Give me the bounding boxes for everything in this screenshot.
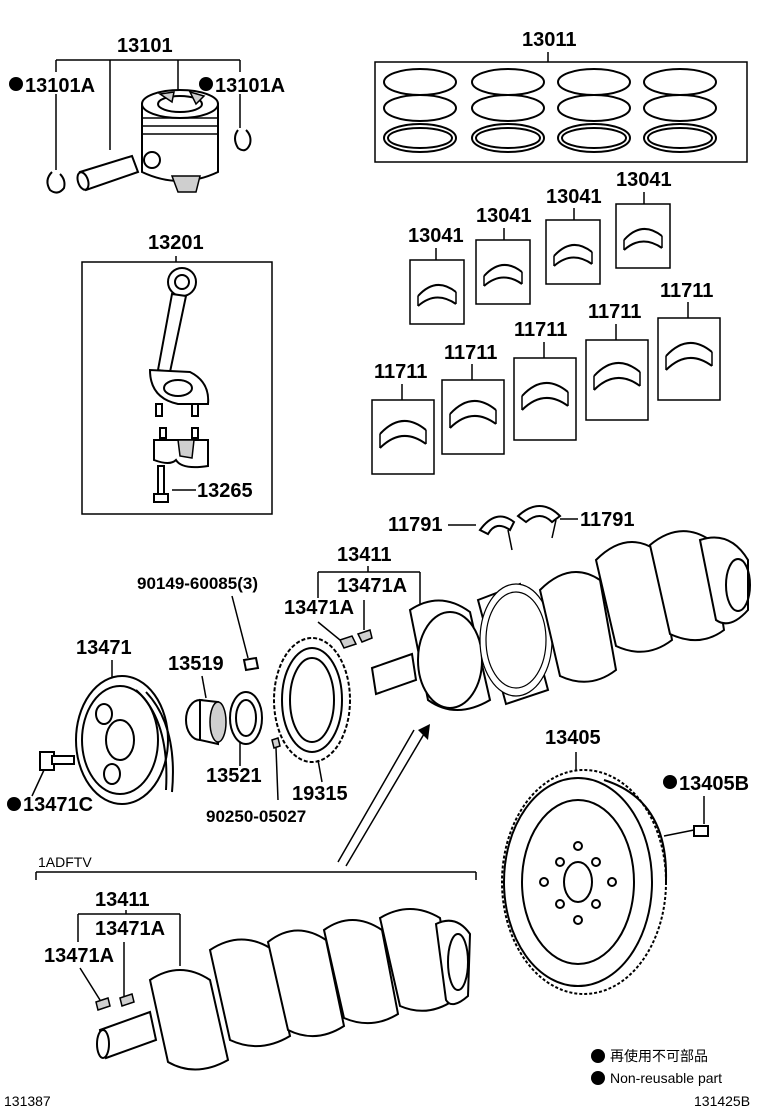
- piston-icon: [141, 89, 219, 193]
- main-bearing-group: 11711 11711 11711 11711: [371, 280, 721, 475]
- thrust-washer-icon: [516, 505, 562, 524]
- label-piston-clip-left: 13101A: [25, 75, 95, 97]
- non-reusable-dot-icon: [7, 797, 21, 811]
- flywheel-icon: [501, 769, 668, 995]
- crankshaft-group: 13411 13471A 13471A: [284, 530, 751, 711]
- label-conrod-bearing: 13041: [546, 186, 602, 208]
- non-reusable-dot-icon: [9, 77, 23, 91]
- conrod-bearing-group: 13041 13041 13041 13041: [408, 169, 672, 325]
- label-main-bearing: 11711: [588, 301, 641, 323]
- legend-line-jp: 再使用不可部品: [610, 1048, 708, 1064]
- footer-right-code: 131425B: [694, 1093, 750, 1109]
- pin-icon: [271, 737, 281, 749]
- crank-gear-icon: [229, 691, 263, 745]
- flywheel-group: 13405 13405B: [501, 727, 749, 995]
- bearing-shell-icon: [483, 264, 523, 287]
- label-crank-key-a: 13471A: [337, 575, 407, 597]
- variant-arrow: [337, 724, 430, 867]
- label-main-bearing: 11711: [374, 361, 427, 383]
- crank-key-icon: [95, 997, 111, 1011]
- conrod-cap-icon: [153, 427, 209, 469]
- bearing-shell-icon: [449, 400, 497, 429]
- label-crank-key-b: 13471A: [284, 597, 354, 619]
- label-ring-set: 13011: [522, 29, 577, 51]
- bearing-shell-icon: [379, 420, 427, 449]
- conrod-bolt-icon: [153, 465, 169, 503]
- label-main-bearing: 11711: [514, 319, 567, 341]
- bearing-shell-icon: [623, 228, 663, 251]
- bearing-shell-icon: [665, 342, 713, 371]
- non-reusable-dot-icon: [591, 1071, 605, 1085]
- conrod-box: [81, 261, 273, 515]
- connecting-rod-group: 13201 13265: [81, 232, 273, 515]
- variant-crankshaft-icon: [96, 908, 472, 1071]
- sleeve-icon: [185, 698, 227, 746]
- variant-caption: 1ADFTV: [38, 854, 92, 870]
- label-pin: 90250-05027: [206, 807, 306, 826]
- label-pulley: 13471: [76, 637, 132, 659]
- label-thrust-washer-right: 11791: [580, 509, 635, 531]
- label-conrod-bolt: 13265: [197, 480, 253, 502]
- label-timing-rotor: 19315: [292, 783, 348, 805]
- non-reusable-dot-icon: [199, 77, 213, 91]
- label-crankshaft: 13411: [337, 544, 392, 566]
- label-variant-key-b: 13471A: [44, 945, 114, 967]
- label-screw: 90149-60085(3): [137, 574, 258, 593]
- piston-ring-icon: [471, 68, 545, 153]
- thrust-washer-icon: [478, 515, 516, 536]
- label-flywheel-bolt: 13405B: [679, 773, 749, 795]
- non-reusable-dot-icon: [591, 1049, 605, 1063]
- label-variant-crankshaft: 13411: [95, 889, 150, 911]
- label-pulley-bolt: 13471C: [23, 794, 93, 816]
- label-bearing-sleeve: 13519: [168, 653, 224, 675]
- label-variant-key-a: 13471A: [95, 918, 165, 940]
- legend-line-en: Non-reusable part: [610, 1070, 722, 1086]
- label-crank-gear: 13521: [206, 765, 262, 787]
- bearing-shell-icon: [593, 362, 641, 391]
- label-conrod-bearing: 13041: [476, 205, 532, 227]
- crankshaft-icon: [370, 530, 751, 711]
- piston-ring-icon: [557, 68, 631, 153]
- pulley-bolt-icon: [39, 751, 75, 771]
- piston-ring-set: 13011: [374, 29, 748, 163]
- crank-key-icon: [356, 629, 373, 643]
- piston-ring-icon: [383, 68, 457, 153]
- timing-rotor-icon: [273, 637, 351, 763]
- non-reusable-dot-icon: [663, 775, 677, 789]
- label-piston: 13101: [117, 35, 173, 57]
- piston-group: 13101 13101A 13101A: [9, 35, 285, 194]
- label-main-bearing: 11711: [660, 280, 713, 302]
- piston-clip-icon: [46, 171, 66, 194]
- crank-key-icon: [119, 993, 135, 1007]
- label-main-bearing: 11711: [444, 342, 497, 364]
- bearing-shell-icon: [521, 382, 569, 411]
- label-flywheel: 13405: [545, 727, 601, 749]
- label-conrod-bearing: 13041: [616, 169, 672, 191]
- bearing-shell-icon: [553, 244, 593, 267]
- flywheel-bolt-icon: [663, 825, 709, 837]
- footer-left-code: 131387: [4, 1093, 51, 1109]
- thrust-washer-group: 11791 11791: [388, 505, 635, 551]
- crank-key-icon: [338, 635, 358, 649]
- label-thrust-washer-left: 11791: [388, 514, 443, 536]
- piston-clip-icon: [234, 129, 252, 152]
- legend: 再使用不可部品 Non-reusable part: [591, 1048, 722, 1086]
- ring-set-box: [374, 61, 748, 163]
- screw-icon: [242, 656, 260, 672]
- label-conrod: 13201: [148, 232, 204, 254]
- crank-pulley-icon: [75, 675, 174, 805]
- piston-ring-icon: [643, 68, 717, 153]
- variant-section: 1ADFTV 13411 13471A 13471A: [35, 854, 477, 1071]
- label-conrod-bearing: 13041: [408, 225, 464, 247]
- piston-pin-icon: [76, 154, 140, 192]
- pulley-timing-group: 90149-60085(3) 13471 13471C 13519: [7, 574, 351, 826]
- connecting-rod-icon: [148, 267, 210, 417]
- bearing-shell-icon: [417, 284, 457, 307]
- label-piston-clip-right: 13101A: [215, 75, 285, 97]
